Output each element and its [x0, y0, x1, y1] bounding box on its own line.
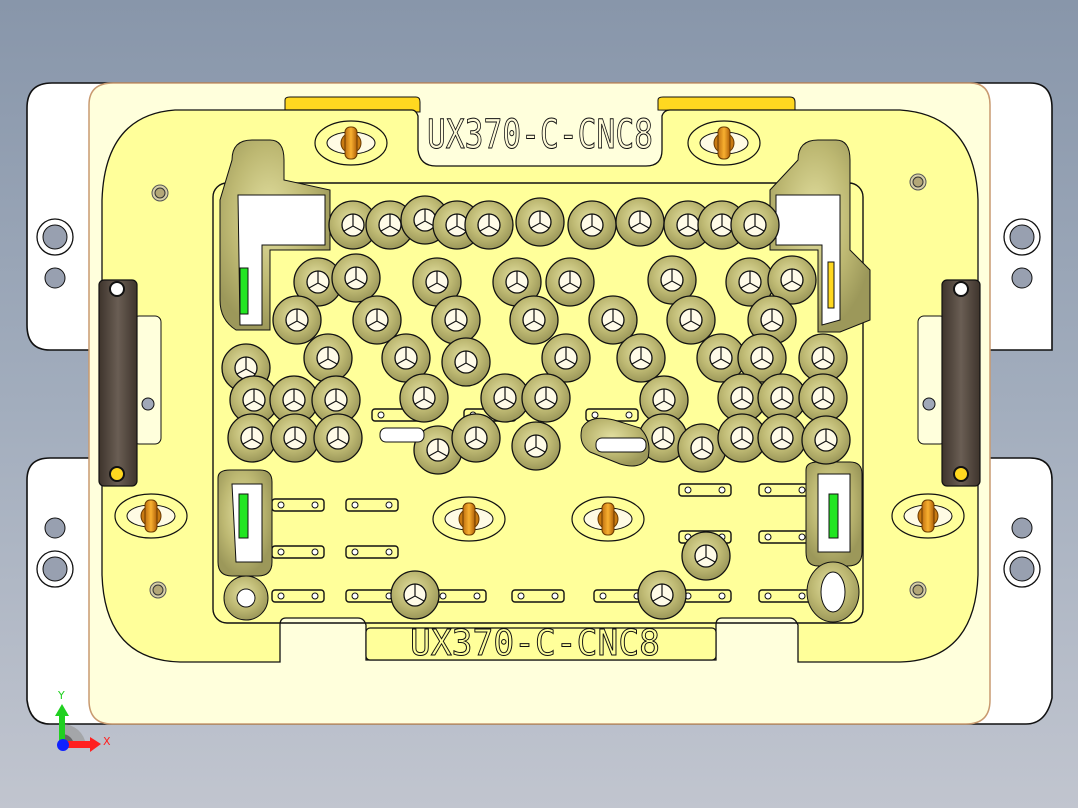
- corner-fixture-bottom-right: [805, 461, 863, 623]
- corner-fixture-top-left: [219, 139, 331, 331]
- part-number-top: UX370-C-CNC8: [427, 112, 653, 158]
- z-axis-dot: [57, 739, 69, 751]
- mounting-hole-left-top: [36, 218, 74, 289]
- part-number-bottom: UX370-C-CNC8: [410, 623, 660, 664]
- handle-right[interactable]: [917, 279, 981, 487]
- corner-fixture-bottom-left: [217, 469, 273, 621]
- work-area: [212, 182, 864, 624]
- mounting-hole-right-bottom: [1003, 517, 1041, 588]
- wire-clips: [379, 417, 650, 467]
- y-axis-arrow: [55, 704, 69, 744]
- mounting-hole-left-bottom: [36, 517, 74, 588]
- x-axis-label: X: [103, 735, 111, 748]
- mounting-hole-right-top: [1003, 218, 1041, 289]
- y-axis-label: Y: [57, 689, 65, 702]
- corner-fixture-top-right: [769, 139, 871, 333]
- axis-triad: Y X: [55, 689, 111, 752]
- x-axis-arrow: [63, 737, 101, 752]
- handle-left[interactable]: [98, 279, 162, 487]
